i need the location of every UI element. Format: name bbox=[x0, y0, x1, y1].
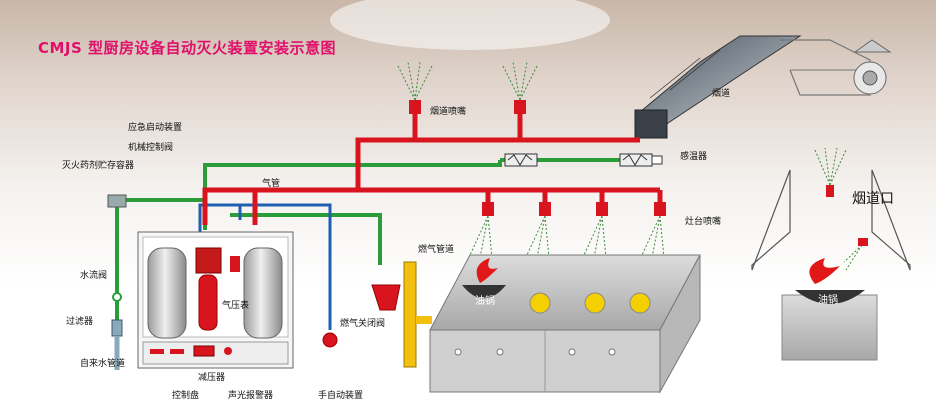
label-alarm: 声光报警器 bbox=[228, 391, 274, 401]
label-manual-start: 手自动装置 bbox=[318, 391, 364, 401]
label-wok: 油锅 bbox=[475, 296, 495, 307]
manual-start-knob bbox=[322, 332, 338, 348]
label-wok-right: 油锅 bbox=[818, 295, 838, 306]
label-sensor: 感温器 bbox=[680, 152, 708, 162]
label-flue: 烟道 bbox=[712, 89, 731, 99]
label-control-panel: 控制盘 bbox=[172, 391, 200, 401]
gas-tube-lines bbox=[198, 203, 332, 330]
page-title: CMJS 型厨房设备自动灭火装置安装示意图 bbox=[38, 39, 337, 57]
label-reducer: 减压器 bbox=[198, 373, 226, 383]
label-gas-pipe: 燃气管道 bbox=[418, 245, 455, 255]
stove-nozzles bbox=[469, 202, 666, 259]
water-valve-body bbox=[107, 194, 127, 208]
label-gas-shutoff: 燃气关闭阀 bbox=[340, 319, 386, 329]
label-stove-nozzle: 灶台喷嘴 bbox=[685, 217, 722, 227]
stove bbox=[429, 254, 701, 394]
inset-hood bbox=[751, 147, 911, 361]
heat-sensors bbox=[504, 153, 663, 167]
label-flue-nozzle: 烟道喷嘴 bbox=[430, 107, 467, 117]
label-water-valve: 水流阀 bbox=[80, 271, 108, 281]
extinguisher-cabinet bbox=[137, 231, 294, 369]
agent-pipe bbox=[202, 112, 663, 225]
label-filter: 过滤器 bbox=[66, 317, 94, 327]
gas-pipe bbox=[371, 261, 432, 368]
filter-body bbox=[111, 319, 123, 337]
label-gas-tube: 气管 bbox=[262, 179, 281, 189]
water-flow-valve-marker bbox=[112, 292, 122, 302]
flue-nozzles bbox=[397, 61, 538, 114]
label-water-pipe: 自来水管道 bbox=[80, 359, 126, 369]
label-emergency-start: 应急启动装置 bbox=[128, 123, 183, 133]
flue-duct bbox=[634, 35, 892, 139]
label-mech-valve: 机械控制阀 bbox=[128, 143, 174, 153]
label-flue-mouth: 烟道口 bbox=[852, 191, 894, 207]
label-pressure-gauge: 气压表 bbox=[222, 301, 250, 311]
ceiling-light bbox=[330, 0, 610, 50]
label-agent-tank: 灭火药剂贮存容器 bbox=[62, 161, 135, 171]
